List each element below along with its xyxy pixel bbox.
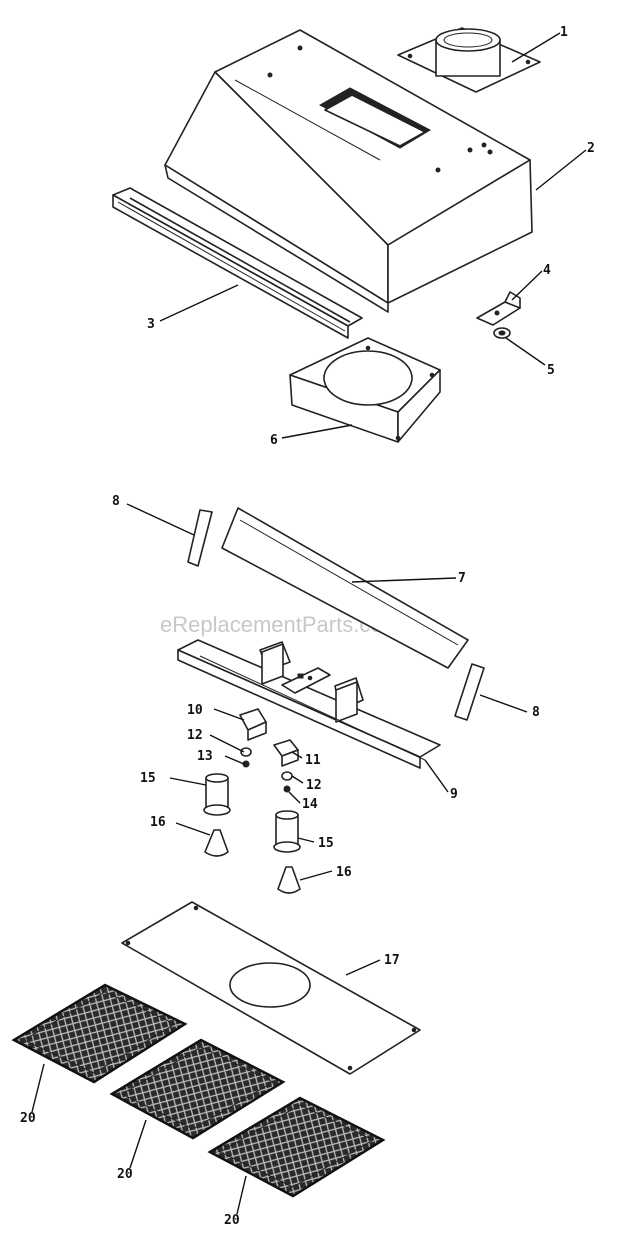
callout-1: 1 bbox=[560, 25, 568, 40]
part-switch bbox=[239, 708, 267, 741]
part-bulb-right bbox=[277, 866, 301, 894]
callout-14: 14 bbox=[302, 797, 318, 812]
callout-12-left: 12 bbox=[187, 728, 203, 743]
callout-20-second: 20 bbox=[117, 1167, 133, 1182]
part-knob-left bbox=[240, 747, 252, 757]
callout-7: 7 bbox=[458, 571, 466, 586]
part-lamp-socket-left bbox=[203, 773, 231, 816]
callout-20-third: 20 bbox=[224, 1213, 240, 1228]
part-bulb-left bbox=[204, 829, 229, 857]
part-end-cap-left bbox=[187, 509, 213, 567]
part-screw-right bbox=[283, 785, 291, 793]
callout-5: 5 bbox=[547, 363, 555, 378]
part-nut bbox=[493, 327, 511, 339]
part-end-cap-right bbox=[454, 663, 485, 721]
part-front-channel bbox=[112, 187, 363, 339]
part-lamp-socket-right bbox=[273, 810, 301, 853]
part-light-lens bbox=[221, 507, 469, 669]
part-hood-body bbox=[164, 29, 533, 313]
callout-12-right: 12 bbox=[306, 778, 322, 793]
callout-4: 4 bbox=[543, 263, 551, 278]
leader-lines bbox=[31, 32, 587, 1215]
callout-10: 10 bbox=[187, 703, 203, 718]
callout-8-right: 8 bbox=[532, 705, 540, 720]
callout-16-left: 16 bbox=[150, 815, 166, 830]
part-bracket bbox=[476, 291, 521, 326]
callout-17: 17 bbox=[384, 953, 400, 968]
callout-9: 9 bbox=[450, 787, 458, 802]
callout-15-left: 15 bbox=[140, 771, 156, 786]
part-duct-collar bbox=[397, 27, 541, 93]
part-grease-filter-3 bbox=[207, 1096, 386, 1198]
callout-15-right: 15 bbox=[318, 836, 334, 851]
part-grease-filter-1 bbox=[11, 983, 188, 1084]
part-control-panel bbox=[177, 639, 441, 769]
part-bottom-panel bbox=[121, 901, 421, 1075]
callout-labels: 1 2 3 4 5 6 7 8 8 9 10 11 12 12 13 14 15… bbox=[20, 25, 595, 1228]
callout-11: 11 bbox=[305, 753, 321, 768]
callout-20-first: 20 bbox=[20, 1111, 36, 1126]
callout-2: 2 bbox=[587, 141, 595, 156]
callout-16-right: 16 bbox=[336, 865, 352, 880]
callout-3: 3 bbox=[147, 317, 155, 332]
part-knob-right bbox=[281, 771, 293, 781]
part-grease-filter-2 bbox=[109, 1038, 286, 1140]
callout-13: 13 bbox=[197, 749, 213, 764]
callout-8-left: 8 bbox=[112, 494, 120, 509]
callout-6: 6 bbox=[270, 433, 278, 448]
part-blower-plate bbox=[289, 337, 441, 443]
